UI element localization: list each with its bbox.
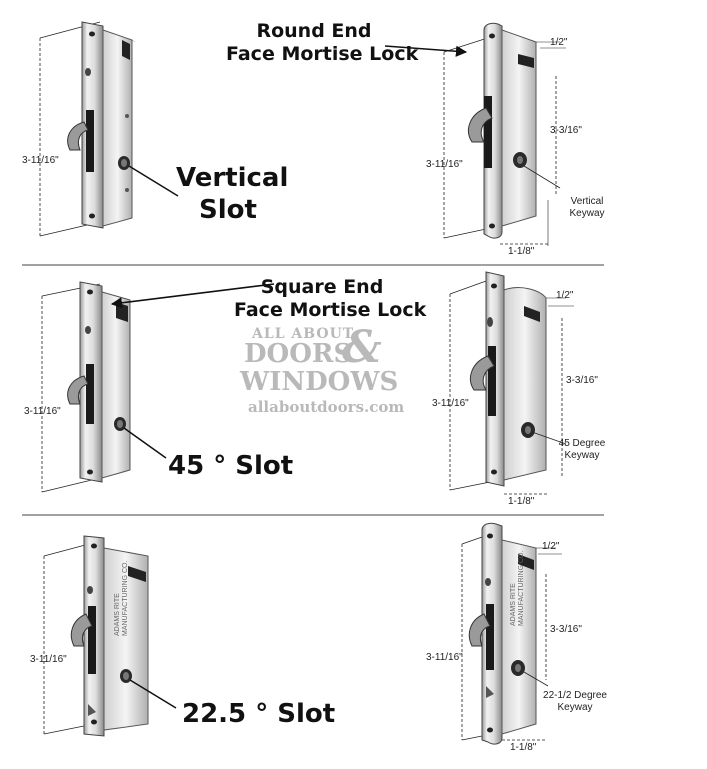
keyway-label-2-line1: 45 Degree: [558, 438, 606, 449]
dim-right-height-2: 3-11/16": [432, 398, 469, 409]
keyway-label-1-line1: Vertical: [570, 196, 604, 207]
lock-2-left: [41, 281, 167, 493]
lock-1-right: [443, 22, 566, 246]
title-1-line1: Round End: [256, 20, 372, 42]
dim-bottom-width-3: 1-1/8": [510, 742, 537, 753]
title-1-line2: Face Mortise Lock: [226, 43, 419, 65]
dim-top-width-2: 1/2": [556, 290, 574, 301]
watermark-url: allaboutdoors.com: [248, 398, 405, 416]
slot-label-1-line1: Vertical: [176, 163, 289, 193]
title-arrow-2: [110, 283, 275, 309]
dim-left-height-1: 3-11/16": [22, 155, 59, 166]
slot-label-3: 22.5 ° Slot: [182, 699, 336, 729]
lock-3-right: [461, 522, 562, 745]
engraving-right-line1: ADAMS RITE: [510, 583, 517, 626]
dim-keyway-height-1: 3-3/16": [550, 125, 582, 136]
lock-2-right: [449, 271, 574, 495]
title-arrow-1: [384, 45, 468, 57]
lock-3-left: [43, 535, 177, 737]
engraving-left: ADAMS RITE MANUFACTURING CO.: [114, 561, 130, 636]
title-2-line1: Square End: [260, 276, 384, 298]
keyway-label-3-line2: Keyway: [557, 702, 593, 713]
engraving-left-line2: MANUFACTURING CO.: [122, 560, 129, 636]
dim-left-height-3: 3-11/16": [30, 654, 67, 665]
dim-right-height-1: 3-11/16": [426, 159, 463, 170]
dim-right-height-3: 3-11/16": [426, 652, 463, 663]
title-2: Square End Face Mortise Lock: [234, 276, 427, 322]
dim-keyway-height-3: 3-3/16": [550, 624, 582, 635]
keyway-label-3-line1: 22-1/2 Degree: [543, 690, 607, 701]
engraving-right: ADAMS RITE MANUFACTURING CO.: [510, 551, 526, 626]
keyway-label-2-line2: Keyway: [564, 450, 600, 461]
slot-label-1-line2: Slot: [199, 195, 257, 225]
lock-1-left: [39, 21, 179, 237]
engraving-left-line1: ADAMS RITE: [114, 593, 121, 636]
slot-label-1: Vertical Slot: [176, 162, 289, 226]
engraving-right-line2: MANUFACTURING CO.: [518, 550, 525, 626]
watermark-line3: WINDOWS: [240, 367, 399, 397]
dim-bottom-width-1: 1-1/8": [508, 246, 535, 257]
dim-bottom-width-2: 1-1/8": [508, 496, 535, 507]
title-2-line2: Face Mortise Lock: [234, 299, 427, 321]
watermark-ampersand: &: [342, 322, 382, 373]
watermark-line1: ALL ABOUT: [252, 326, 355, 342]
title-1: Round End Face Mortise Lock: [226, 20, 419, 66]
dim-top-width-1: 1/2": [550, 37, 568, 48]
keyway-label-3: 22-1/2 Degree Keyway: [540, 690, 610, 714]
keyway-label-1: Vertical Keyway: [560, 196, 614, 220]
dim-keyway-height-2: 3-3/16": [566, 375, 598, 386]
dim-left-height-2: 3-11/16": [24, 406, 61, 417]
slot-pointer: [128, 165, 179, 197]
slot-label-2: 45 ° Slot: [168, 451, 294, 481]
keyway-label-1-line2: Keyway: [569, 208, 605, 219]
keyway-label-2: 45 Degree Keyway: [552, 438, 612, 462]
dim-top-width-3: 1/2": [542, 541, 560, 552]
watermark-line2: DOORS: [244, 339, 353, 369]
